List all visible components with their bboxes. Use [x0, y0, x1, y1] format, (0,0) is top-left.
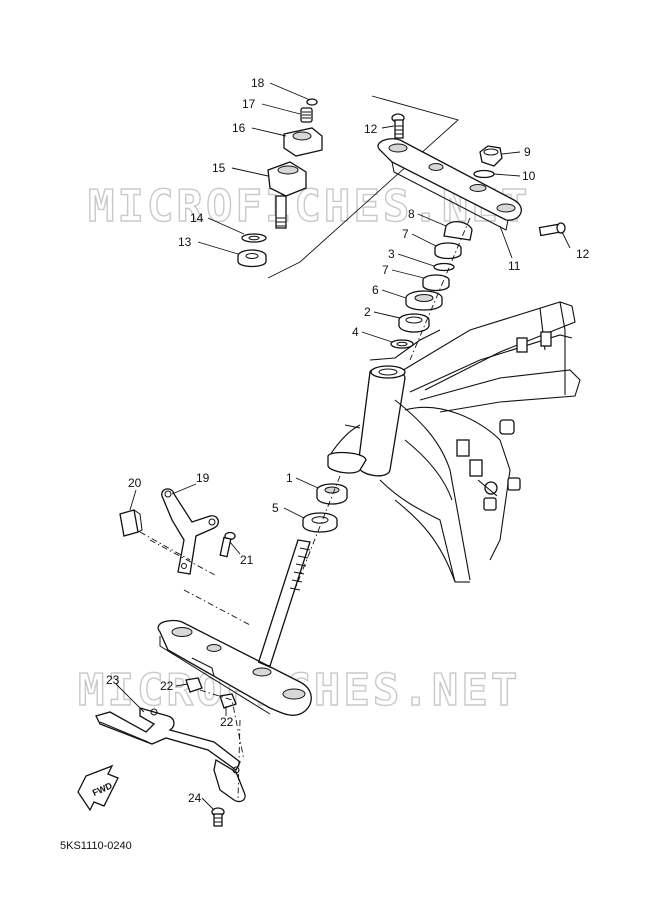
part-11-upper-bracket — [377, 138, 522, 231]
callout-20: 20 — [128, 476, 142, 490]
frame-head-pipe — [327, 301, 581, 583]
callout-7-upper: 7 — [402, 227, 409, 241]
callout-8: 8 — [408, 207, 415, 221]
part-21-bolt — [219, 531, 236, 558]
part-5-dust-seal — [302, 512, 338, 533]
part-7-ring-nut-upper — [434, 242, 462, 260]
watermark-bottom: MICROFICHES.NET — [78, 665, 520, 716]
part-14-washer — [241, 233, 267, 243]
part-12-bolt-side — [538, 222, 566, 237]
callout-17: 17 — [242, 97, 256, 111]
part-18-cap — [306, 98, 318, 106]
part-2-bearing-upper — [398, 313, 430, 333]
part-22-clip-b — [219, 693, 237, 709]
callout-5: 5 — [272, 501, 279, 515]
leader-lines — [115, 82, 571, 811]
callout-7-lower: 7 — [382, 263, 389, 277]
part-19-bracket — [161, 488, 220, 575]
under-bracket-stem — [157, 539, 312, 716]
diagram-code: 5KS1110-0240 — [60, 840, 132, 852]
callout-11: 11 — [508, 259, 521, 273]
part-13-rubber — [237, 249, 267, 268]
callout-16: 16 — [232, 121, 246, 135]
callout-23: 23 — [106, 673, 120, 687]
part-15-lower-holder — [267, 161, 307, 229]
part-17-bolt — [300, 107, 313, 123]
callout-22-b: 22 — [220, 715, 234, 729]
part-4-race — [390, 339, 414, 349]
part-8-lock-washer — [443, 220, 473, 241]
callout-12-side: 12 — [576, 247, 590, 261]
callout-21: 21 — [240, 553, 254, 567]
part-3-washer — [433, 262, 455, 272]
callout-22-a: 22 — [160, 679, 174, 693]
callout-6: 6 — [372, 283, 379, 297]
callout-14: 14 — [190, 211, 204, 225]
part-1-bearing-lower — [316, 483, 348, 505]
callout-1: 1 — [286, 471, 293, 485]
callout-9: 9 — [524, 145, 531, 159]
part-22-clip-a — [185, 677, 203, 693]
callout-15: 15 — [212, 161, 226, 175]
callout-labels: 18 17 16 15 14 13 12 9 10 11 12 8 7 3 7 … — [106, 76, 590, 805]
callout-13: 13 — [178, 235, 192, 249]
handle-holder-group — [237, 95, 459, 279]
callout-19: 19 — [196, 471, 210, 485]
part-9-nut — [479, 145, 503, 167]
part-23-hose-guide — [95, 707, 246, 803]
callout-4: 4 — [352, 325, 359, 339]
part-24-bolt — [211, 807, 225, 827]
part-16-upper-holder — [283, 127, 323, 157]
callout-2: 2 — [364, 305, 371, 319]
callout-3: 3 — [388, 247, 395, 261]
part-20-spacer — [119, 509, 143, 537]
callout-10: 10 — [522, 169, 536, 183]
guide-line-bracket — [139, 531, 251, 626]
callout-18: 18 — [251, 76, 265, 90]
forward-arrow-icon: FWD — [77, 764, 119, 812]
callout-24: 24 — [188, 791, 202, 805]
part-12-bolt-top — [391, 113, 405, 139]
part-6-bearing-cover — [405, 290, 443, 311]
part-10-washer — [473, 169, 495, 179]
callout-12-top: 12 — [364, 122, 378, 136]
